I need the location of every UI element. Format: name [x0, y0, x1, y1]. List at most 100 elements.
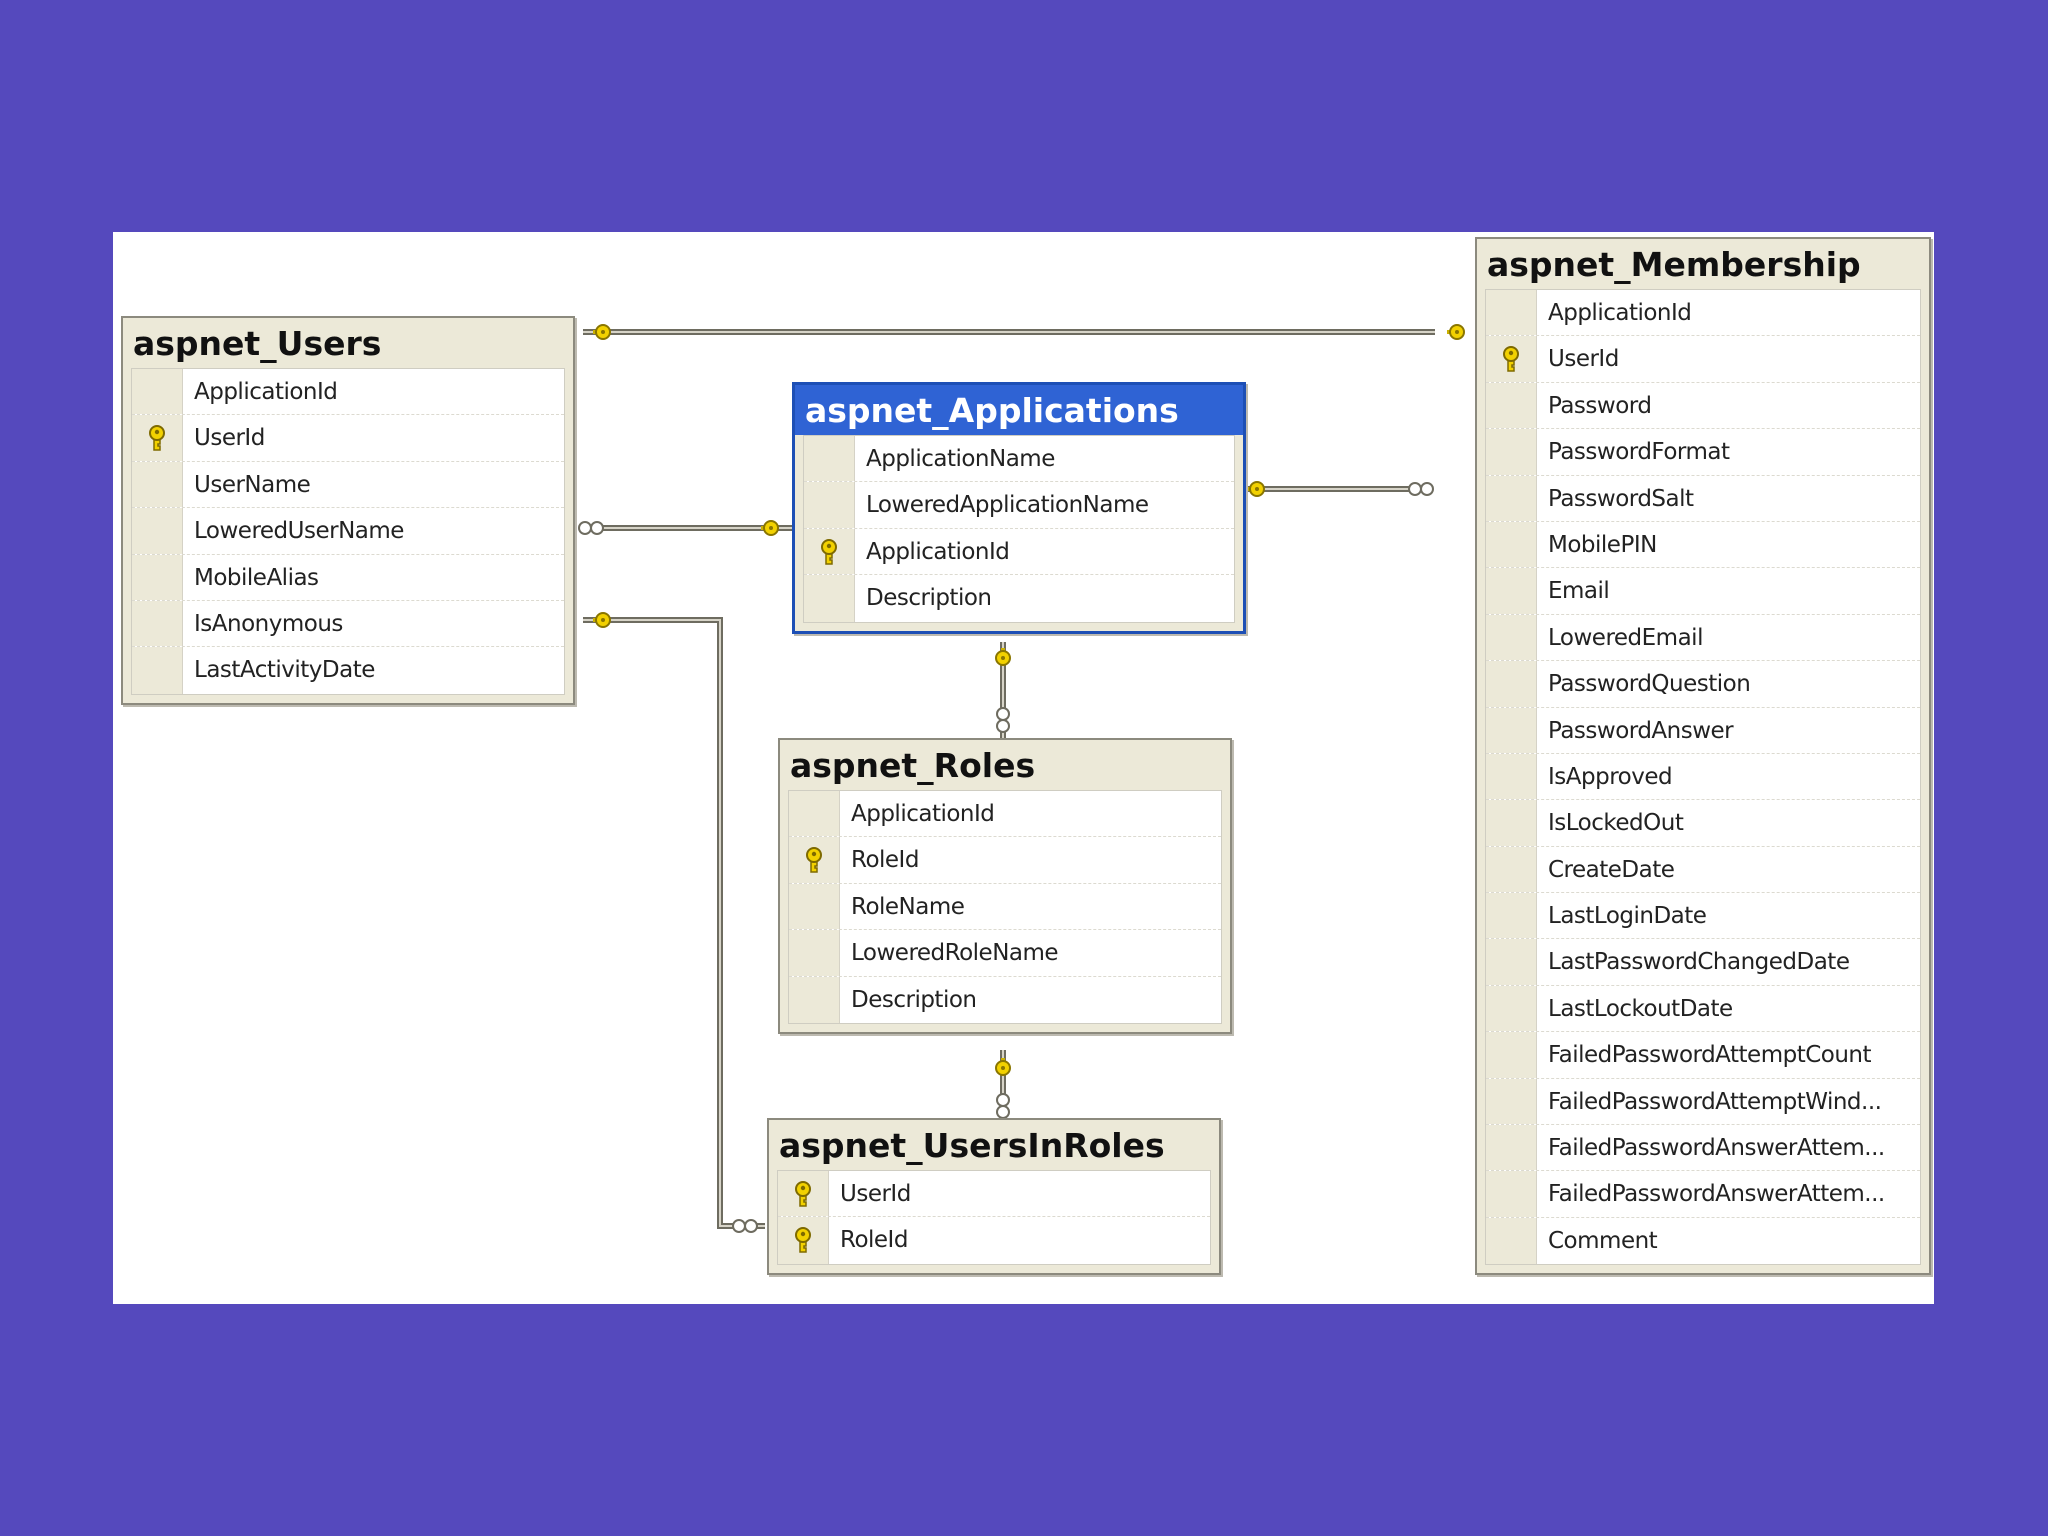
row-selector[interactable]	[804, 482, 855, 528]
column-row[interactable]: MobileAlias	[132, 554, 564, 601]
column-name: LoweredApplicationName	[866, 492, 1149, 519]
row-selector[interactable]	[1486, 521, 1537, 568]
row-selector[interactable]	[1486, 475, 1537, 521]
column-row[interactable]: LoweredRoleName	[789, 930, 1221, 977]
row-selector[interactable]	[132, 369, 183, 415]
row-selector[interactable]	[1486, 1032, 1537, 1078]
row-selector[interactable]	[132, 600, 183, 647]
column-row[interactable]: ApplicationId	[804, 528, 1234, 576]
column-name: CreateDate	[1548, 856, 1675, 883]
column-row[interactable]: UserId	[132, 415, 564, 462]
column-row[interactable]: ApplicationId	[1486, 290, 1920, 337]
row-selector[interactable]	[1486, 985, 1537, 1032]
row-selector[interactable]	[1486, 429, 1537, 475]
column-row[interactable]: LastLockoutDate	[1486, 985, 1920, 1033]
column-name: FailedPasswordAttemptWind...	[1548, 1088, 1882, 1115]
column-name: RoleId	[851, 847, 919, 874]
column-row[interactable]: Password	[1486, 382, 1920, 430]
table-title[interactable]: aspnet_Users	[133, 324, 382, 363]
column-name: FailedPasswordAnswerAttem...	[1548, 1135, 1885, 1162]
table-title[interactable]: aspnet_Membership	[1487, 245, 1861, 284]
table-title[interactable]: aspnet_UsersInRoles	[779, 1126, 1165, 1165]
column-name: RoleId	[840, 1227, 908, 1254]
row-selector[interactable]	[132, 647, 183, 694]
row-selector[interactable]	[1486, 893, 1537, 939]
row-selector[interactable]	[789, 930, 840, 976]
many-end-infinity-icon	[996, 707, 1010, 733]
column-row[interactable]: FailedPasswordAnswerAttem...	[1486, 1171, 1920, 1218]
column-row[interactable]: RoleName	[789, 883, 1221, 931]
rel-users-membership[interactable]	[583, 324, 1465, 340]
column-row[interactable]: RoleId	[778, 1217, 1210, 1264]
column-row[interactable]: LoweredUserName	[132, 508, 564, 555]
column-row[interactable]: LastActivityDate	[132, 647, 564, 694]
row-selector[interactable]	[1486, 1171, 1537, 1217]
primary-key-icon	[149, 425, 165, 452]
row-selector[interactable]	[1486, 661, 1537, 707]
row-selector[interactable]	[1486, 939, 1537, 985]
column-row[interactable]: FailedPasswordAnswerAttem...	[1486, 1125, 1920, 1172]
column-row[interactable]: PasswordFormat	[1486, 429, 1920, 476]
row-selector[interactable]	[804, 436, 855, 482]
column-row[interactable]: UserName	[132, 461, 564, 509]
row-selector[interactable]	[1486, 1125, 1537, 1171]
row-selector[interactable]	[132, 554, 183, 600]
column-row[interactable]: FailedPasswordAttemptCount	[1486, 1032, 1920, 1079]
column-row[interactable]: IsLockedOut	[1486, 800, 1920, 847]
row-selector[interactable]	[1486, 846, 1537, 893]
row-selector[interactable]	[1486, 800, 1537, 846]
column-row[interactable]: RoleId	[789, 837, 1221, 884]
column-name: FailedPasswordAttemptCount	[1548, 1042, 1872, 1069]
row-selector[interactable]	[1486, 707, 1537, 753]
table-title[interactable]: aspnet_Roles	[790, 746, 1036, 785]
row-selector[interactable]	[1486, 290, 1537, 336]
table-title[interactable]: aspnet_Applications	[795, 385, 1243, 435]
row-selector[interactable]	[1486, 614, 1537, 661]
row-selector[interactable]	[132, 461, 183, 508]
rel-applications-roles[interactable]	[995, 642, 1011, 738]
row-selector[interactable]	[789, 976, 840, 1023]
row-selector[interactable]	[1486, 568, 1537, 614]
column-name: Email	[1548, 578, 1610, 605]
column-row[interactable]: UserId	[778, 1171, 1210, 1218]
column-row[interactable]: ApplicationName	[804, 436, 1234, 483]
column-row[interactable]: MobilePIN	[1486, 521, 1920, 569]
column-row[interactable]: LastPasswordChangedDate	[1486, 939, 1920, 986]
column-name: MobilePIN	[1548, 531, 1657, 558]
column-row[interactable]: CreateDate	[1486, 846, 1920, 894]
column-row[interactable]: LoweredApplicationName	[804, 482, 1234, 529]
column-row[interactable]: LastLoginDate	[1486, 893, 1920, 940]
rel-roles-usersinroles[interactable]	[995, 1050, 1011, 1119]
row-selector[interactable]	[804, 575, 855, 622]
column-row[interactable]: ApplicationId	[132, 369, 564, 416]
row-selector[interactable]	[1486, 382, 1537, 429]
rel-users-usersinroles[interactable]	[583, 612, 765, 1233]
rel-applications-membership[interactable]	[1243, 481, 1434, 497]
row-selector[interactable]	[1486, 753, 1537, 800]
rel-applications-users[interactable]	[578, 520, 793, 536]
column-row[interactable]: Email	[1486, 568, 1920, 615]
column-row[interactable]: Description	[789, 976, 1221, 1023]
row-selector[interactable]	[1486, 1217, 1537, 1265]
column-row[interactable]: UserId	[1486, 336, 1920, 383]
column-row[interactable]: IsAnonymous	[132, 600, 564, 648]
row-selector[interactable]	[1486, 1078, 1537, 1125]
column-row[interactable]: Comment	[1486, 1217, 1920, 1265]
row-selector[interactable]	[789, 791, 840, 837]
column-row[interactable]: PasswordAnswer	[1486, 707, 1920, 754]
column-row[interactable]: PasswordQuestion	[1486, 661, 1920, 708]
column-row[interactable]: IsApproved	[1486, 753, 1920, 801]
row-selector[interactable]	[132, 508, 183, 554]
row-selector[interactable]	[789, 883, 840, 930]
column-row[interactable]: Description	[804, 575, 1234, 622]
column-row[interactable]: LoweredEmail	[1486, 614, 1920, 662]
column-row[interactable]: ApplicationId	[789, 791, 1221, 838]
column-row[interactable]: FailedPasswordAttemptWind...	[1486, 1078, 1920, 1126]
column-row[interactable]: PasswordSalt	[1486, 475, 1920, 522]
